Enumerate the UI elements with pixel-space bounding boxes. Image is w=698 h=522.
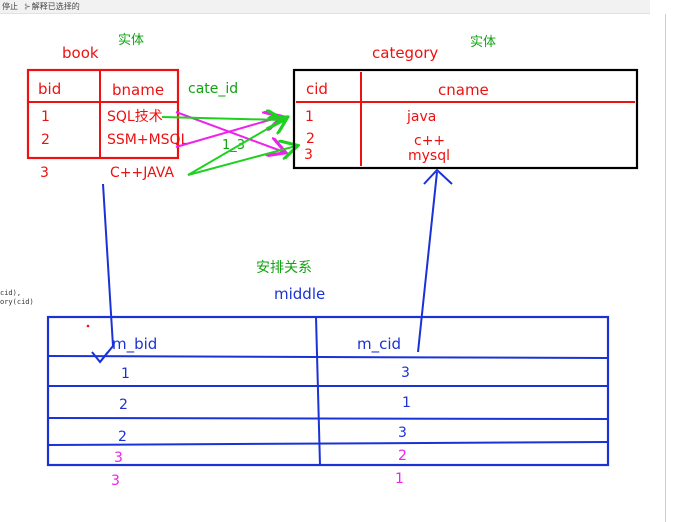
book-table: book 实体 bid bname 1 SQL技术 2 SSM+MSQL 3 C… bbox=[26, 33, 189, 181]
category-cell-cid: 1 bbox=[305, 109, 314, 125]
arrow-magenta-2 bbox=[175, 117, 280, 148]
toolbar: 停止 ⊱ 解释已选择的 bbox=[0, 0, 650, 14]
middle-row-divider bbox=[47, 355, 609, 359]
book-cell-bname: C++JAVA bbox=[110, 165, 174, 181]
middle-row-divider bbox=[47, 417, 609, 420]
side-code-snippet: cid), ory(cid) bbox=[0, 289, 34, 307]
relation-arrows bbox=[161, 112, 296, 176]
category-header-cname: cname bbox=[438, 81, 489, 99]
arrange-relation-label: 安排关系 bbox=[256, 260, 312, 276]
middle-cell-m-bid: 2 bbox=[119, 397, 128, 413]
book-cell-bname: SQL技术 bbox=[107, 109, 163, 125]
category-table-border bbox=[292, 68, 639, 170]
category-table: category 实体 cid cname 1 java 2 c++ 3 mys… bbox=[292, 35, 639, 170]
middle-cell-m-cid: 3 bbox=[398, 425, 407, 441]
book-table-border bbox=[26, 68, 180, 160]
category-cell-cname: java bbox=[406, 109, 436, 125]
book-entity-label: 实体 bbox=[118, 33, 144, 48]
category-entity-label: 实体 bbox=[470, 35, 496, 50]
cate-id-label: cate_id bbox=[188, 81, 238, 97]
category-cell-cid: 2 bbox=[306, 131, 315, 147]
book-header-bname: bname bbox=[112, 81, 164, 99]
middle-cell-m-cid: 3 bbox=[401, 365, 410, 381]
explain-icon: ⊱ bbox=[24, 2, 31, 11]
middle-cell-m-cid: 1 bbox=[395, 471, 404, 487]
middle-table-border bbox=[46, 315, 610, 467]
middle-header-m-cid: m_cid bbox=[357, 335, 401, 354]
middle-cell-m-bid: 2 bbox=[118, 429, 127, 445]
connector-arrowhead-up bbox=[423, 168, 453, 185]
side-code-line: ory(cid) bbox=[0, 298, 34, 306]
middle-cell-m-bid: 1 bbox=[121, 366, 130, 382]
category-cell-cname: mysql bbox=[408, 148, 450, 164]
middle-row-divider bbox=[47, 441, 609, 446]
explain-selected-button[interactable]: ⊱ 解释已选择的 bbox=[24, 1, 80, 12]
stop-button[interactable]: 停止 bbox=[2, 1, 18, 12]
book-cell-bname: SSM+MSQL bbox=[107, 132, 189, 148]
book-cell-bid: 1 bbox=[41, 109, 50, 125]
explain-label: 解释已选择的 bbox=[31, 2, 80, 11]
note-1-3: 1_3 bbox=[222, 138, 245, 153]
middle-cell-m-bid: 3 bbox=[111, 473, 120, 489]
stop-label: 停止 bbox=[2, 2, 18, 11]
arrow-green-3 bbox=[187, 118, 286, 176]
middle-header-m-bid: m_bid bbox=[112, 335, 157, 354]
category-title: category bbox=[372, 44, 438, 62]
book-header-bid: bid bbox=[38, 80, 61, 98]
category-header-cid: cid bbox=[306, 80, 328, 98]
category-cell-cid: 3 bbox=[304, 147, 313, 163]
side-code-line: cid), bbox=[0, 289, 22, 297]
middle-cell-m-bid: 3 bbox=[114, 450, 123, 466]
middle-cell-m-cid: 2 bbox=[398, 448, 407, 464]
middle-column-divider bbox=[315, 316, 321, 466]
arrow-green-1 bbox=[161, 117, 282, 120]
stray-dot bbox=[86, 324, 90, 328]
arrow-green-2 bbox=[187, 146, 296, 176]
book-cell-bid: 3 bbox=[40, 165, 49, 181]
book-title: book bbox=[62, 44, 99, 62]
middle-table: 安排关系 middle m_bid m_cid 1 3 2 1 2 3 3 2 … bbox=[46, 260, 610, 489]
category-cell-cname: c++ bbox=[414, 133, 445, 149]
middle-cell-m-cid: 1 bbox=[402, 395, 411, 411]
book-cell-bid: 2 bbox=[41, 132, 50, 148]
right-panel-divider bbox=[665, 14, 666, 522]
middle-title: middle bbox=[274, 285, 325, 303]
connector-middle-to-category bbox=[417, 171, 438, 353]
